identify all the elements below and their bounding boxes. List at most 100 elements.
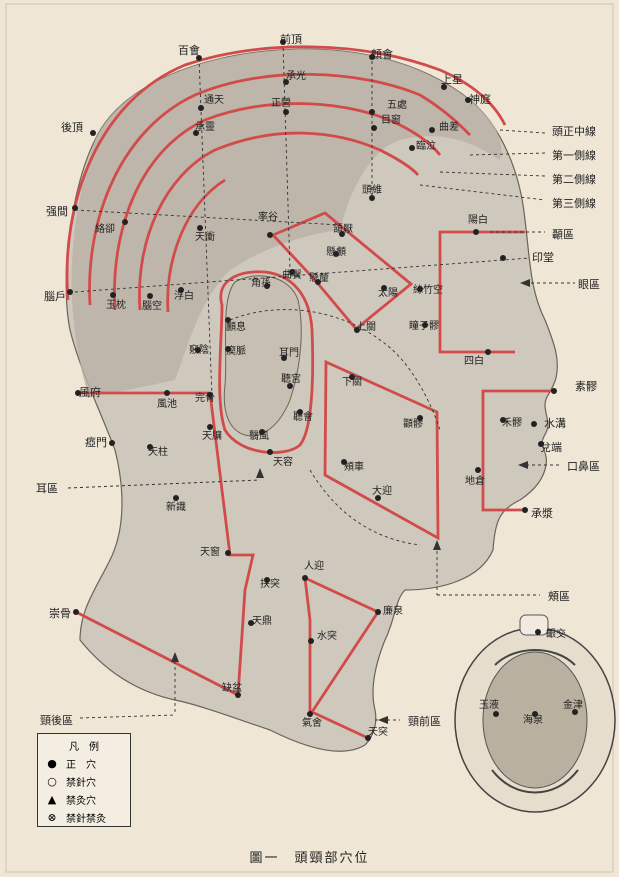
acupoint-dot xyxy=(535,629,541,635)
label-qishe: 氣舍 xyxy=(302,718,322,730)
acupoint-dot xyxy=(73,609,79,615)
label-yamen: 瘂門 xyxy=(85,437,107,449)
acupoint-dot xyxy=(475,467,481,473)
label-xinshi: 新識 xyxy=(166,502,186,514)
label-temporal-region: 顳區 xyxy=(552,226,574,242)
label-second-line: 第二側線 xyxy=(552,171,596,187)
label-yangbai: 陽白 xyxy=(468,215,488,227)
acupoint-dot xyxy=(307,711,313,717)
acupoint-dot xyxy=(409,145,415,151)
label-renying: 人迎 xyxy=(304,561,324,573)
acupoint-dot xyxy=(225,550,231,556)
acupoint-dot xyxy=(267,232,273,238)
acupoint-dot xyxy=(197,225,203,231)
label-chengguang: 承光 xyxy=(286,71,306,83)
label-jinjin: 金津 xyxy=(563,700,583,712)
label-midline: 頭正中線 xyxy=(552,123,596,139)
label-baihui: 百會 xyxy=(178,45,200,57)
label-third-line: 第三側線 xyxy=(552,195,596,211)
legend-item: ● 正 穴 xyxy=(46,756,130,771)
acupoint-dot xyxy=(308,638,314,644)
acupoint-dot xyxy=(522,507,528,513)
legend: 凡 例 ●正 穴 ○禁針穴 ▲禁灸穴 ⊗禁針禁灸 xyxy=(37,733,131,827)
acupoint-dot xyxy=(531,421,537,427)
acupoint-dot xyxy=(375,609,381,615)
label-shuaigu: 率谷 xyxy=(258,212,278,224)
label-xiaguan: 下關 xyxy=(342,377,362,389)
legend-item: ▲禁灸穴 xyxy=(46,792,130,807)
legend-symbol-open-circle: ○ xyxy=(46,775,58,788)
label-haiquan: 海泉 xyxy=(523,715,543,727)
legend-item: ⊗禁針禁灸 xyxy=(46,810,130,825)
label-yinjiao: 齦交 xyxy=(546,629,566,641)
acupoint-dot xyxy=(485,349,491,355)
acupoint-dot xyxy=(429,127,435,133)
acupoint-dot xyxy=(164,390,170,396)
label-ermen: 耳門 xyxy=(279,348,299,360)
label-chengling: 承靈 xyxy=(195,122,215,134)
label-tianding: 天鼎 xyxy=(252,616,272,628)
acupoint-dot xyxy=(500,255,506,261)
label-fengchi: 風池 xyxy=(157,399,177,411)
legend-symbol-triangle: ▲ xyxy=(46,793,58,806)
label-linqi: 臨泣 xyxy=(416,141,436,153)
label-naohu: 腦戶 xyxy=(44,291,66,303)
acupoint-dot xyxy=(551,388,557,394)
label-shangguan: 上關 xyxy=(356,322,376,334)
back-neck-leader-2 xyxy=(80,715,175,718)
label-tinghui: 聽會 xyxy=(293,412,313,424)
label-jiaosun: 角孫 xyxy=(251,278,271,290)
label-daying: 大迎 xyxy=(372,486,392,498)
acupoint-dot xyxy=(267,449,273,455)
label-sibai: 四白 xyxy=(464,356,484,368)
midline-leader xyxy=(500,130,545,133)
label-yuzhen: 玉枕 xyxy=(106,300,126,312)
acupoint-dot xyxy=(473,229,479,235)
legend-symbol-filled-circle: ● xyxy=(46,757,58,770)
label-qiaoyin: 竅陰 xyxy=(189,345,209,357)
label-tianyou: 天牖 xyxy=(202,431,222,443)
label-tinggong: 聽宮 xyxy=(281,374,301,386)
label-taiyang: 太陽 xyxy=(378,288,398,300)
label-dicang: 地倉 xyxy=(465,476,485,488)
acupoint-dot xyxy=(369,109,375,115)
label-houding: 後頂 xyxy=(61,122,83,134)
label-quepen: 缺盆 xyxy=(222,683,242,695)
label-xuanlu: 懸顱 xyxy=(326,247,346,259)
label-touwei: 頭維 xyxy=(362,185,382,197)
label-muchuang: 目窗 xyxy=(381,115,401,127)
label-sizhukong: 絲竹空 xyxy=(413,285,443,297)
label-xuanli: 懸釐 xyxy=(309,273,329,285)
label-front-neck-region: 頸前區 xyxy=(408,713,441,729)
label-quanliao: 顴髎 xyxy=(403,419,423,431)
label-mouth-nose-region: 口鼻區 xyxy=(567,458,600,474)
label-hanyan: 頷厭 xyxy=(333,224,353,236)
acupoint-dot xyxy=(147,293,153,299)
acupoint-dot xyxy=(72,205,78,211)
label-eye-region: 眼區 xyxy=(578,276,600,292)
figure-caption: 圖一 頭頸部穴位 xyxy=(0,847,619,866)
label-chengjiang: 承漿 xyxy=(531,508,553,520)
legend-label: 禁針穴 xyxy=(66,774,96,789)
label-duiduan: 兌端 xyxy=(540,442,562,454)
label-cheek-region: 頰區 xyxy=(548,588,570,604)
acupoint-dot xyxy=(109,440,115,446)
label-tianchong: 天衝 xyxy=(195,232,215,244)
label-heliao: 禾髎 xyxy=(502,418,522,430)
label-shenting: 神庭 xyxy=(469,94,491,106)
label-qimai: 瘈脈 xyxy=(226,346,246,358)
front-neck-arrow xyxy=(378,716,388,724)
label-tianrong: 天容 xyxy=(273,457,293,469)
label-lianquan: 廉泉 xyxy=(383,606,403,618)
label-tianchuang: 天窗 xyxy=(200,547,220,559)
label-ear-region: 耳區 xyxy=(36,480,58,496)
label-xinhui: 顖會 xyxy=(371,49,393,61)
label-tiantu: 天突 xyxy=(368,727,388,739)
label-fengfu: 風府 xyxy=(79,387,101,399)
label-suliao: 素髎 xyxy=(575,381,597,393)
label-luoque: 絡卻 xyxy=(95,224,115,236)
legend-label: 正 穴 xyxy=(66,756,96,771)
label-yifeng: 翳風 xyxy=(249,431,269,443)
inset-tooth xyxy=(520,615,548,635)
